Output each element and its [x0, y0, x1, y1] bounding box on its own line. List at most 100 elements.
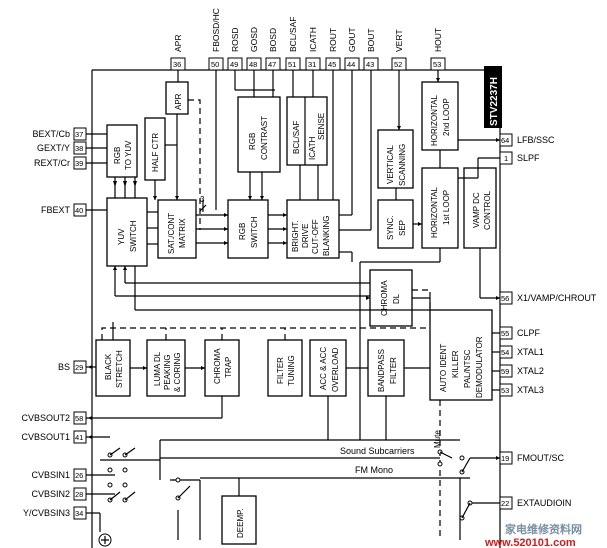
vamp-line1: VAMP DC — [472, 192, 481, 228]
vert-scan-line1: VERTICAL — [386, 144, 395, 184]
demod-line4: DEMODULATOR — [475, 336, 484, 398]
sound-subcarriers-label: Sound Subcarriers — [340, 446, 415, 456]
pin-num-39: 39 — [75, 159, 83, 168]
pin-num-59: 59 — [501, 367, 509, 376]
demod-line2: KILLER — [451, 350, 460, 378]
pin-num-44: 44 — [347, 60, 355, 69]
watermark-url: www.520101.com — [484, 537, 576, 548]
pin-label-xtal2: XTAL2 — [517, 366, 544, 376]
acc-overload-block: ACC & ACC OVERLOAD — [309, 339, 347, 397]
bus-width-label: 3 — [200, 195, 205, 204]
pin-label-gext: GEXT/Y — [37, 143, 70, 153]
rgb-switch-line2: SWITCH — [250, 216, 259, 248]
pin-label-fbext: FBEXT — [41, 205, 71, 215]
pin-label-cvbsout1: CVBSOUT1 — [21, 432, 70, 442]
black-stretch-line1: BLACK — [104, 353, 113, 380]
pin-label-x1vamp: X1/VAMP/CHROUT — [517, 293, 597, 303]
mute-label: Mute — [433, 430, 442, 448]
pin-num-55: 55 — [501, 329, 509, 338]
pin-num-29: 29 — [75, 363, 83, 372]
pin-label-apr: APR — [173, 35, 183, 52]
pin-num-47: 47 — [268, 60, 276, 69]
pin-num-64: 64 — [501, 136, 509, 145]
dashed-control-lines — [101, 99, 441, 540]
horizontal-1st-loop-block: HORIZONTAL 1st LOOP — [421, 167, 459, 249]
rgb-to-yuv-block: RGB TO YUV — [106, 124, 138, 178]
sat-matrix-line1: SAT./CONT — [167, 213, 176, 254]
acc-line1: ACC & ACC — [319, 347, 328, 390]
pin-label-lfb-ssc: LFB/SSC — [517, 135, 555, 145]
pin-num-31: 31 — [308, 60, 316, 69]
fm-mono-label: FM Mono — [355, 465, 393, 475]
top-pins: 36 50 49 48 47 51 31 45 44 43 52 53 — [170, 57, 446, 71]
pin-num-48: 48 — [249, 60, 257, 69]
rgb-to-yuv-line1: RGB — [113, 147, 122, 164]
pin-label-hout: HOUT — [433, 28, 443, 52]
pin-num-40: 40 — [75, 206, 83, 215]
pin-label-extaudio: EXTAUDIOIN — [517, 498, 571, 508]
bright-line3: CUT-OFF — [311, 219, 320, 254]
acc-line2: OVERLOAD — [331, 347, 340, 392]
pin-num-38: 38 — [75, 144, 83, 153]
yuv-switch-line2: SWITCH — [129, 220, 138, 252]
sync-sep-line2: SEP — [398, 220, 407, 236]
yuv-switch-block: YUV SWITCH — [106, 197, 148, 267]
apr-block-label: APR — [174, 93, 183, 110]
pin-label-xtal3: XTAL3 — [517, 385, 544, 395]
bandpass-line2: FILTER — [389, 357, 398, 384]
pin-num-43: 43 — [366, 60, 374, 69]
pin-label-bout: BOUT — [366, 28, 376, 52]
half-ctr-block: HALF CTR — [144, 117, 166, 181]
chroma-trap-block: CHROMA TRAP — [204, 339, 240, 397]
pin-num-53b: 53 — [501, 386, 509, 395]
rgb-to-yuv-line2: TO YUV — [124, 140, 133, 170]
icath-sense-line2: SENSE — [317, 113, 326, 140]
pin-num-1: 1 — [504, 154, 508, 163]
pin-num-36: 36 — [173, 60, 181, 69]
pin-num-45: 45 — [328, 60, 336, 69]
arrows — [88, 78, 500, 460]
demodulator-block: AUTO IDENT KILLER PAL/NTSC DEMODULATOR — [429, 309, 493, 401]
h1-line2: 1st LOOP — [442, 190, 451, 225]
bright-line2: DRIVE — [301, 224, 310, 248]
apr-block: APR — [165, 81, 189, 115]
pin-num-58: 58 — [75, 414, 83, 423]
sat-matrix-line2: MATRIX — [178, 218, 187, 248]
sync-sep-line1: SYNC. — [386, 216, 395, 240]
pin-label-xtal1: XTAL1 — [517, 347, 544, 357]
chroma-trap-line1: CHROMA — [213, 348, 222, 384]
pin-num-52: 52 — [394, 60, 402, 69]
h2-line1: HORIZONTAL — [430, 94, 439, 146]
pin-label-bs: BS — [58, 362, 70, 372]
pin-label-fbosd: FBOSD/HC — [211, 8, 221, 52]
luma-line3: & CORING — [173, 352, 182, 392]
pin-num-19: 19 — [501, 454, 509, 463]
pin-num-26: 26 — [75, 471, 83, 480]
rgb-contrast-line1: RGB — [248, 133, 257, 150]
pin-label-cvbsin2: CVBSIN2 — [31, 489, 70, 499]
top-pin-labels: APR FBOSD/HC ROSD GOSD BOSD BCL/SAF ICAT… — [173, 8, 443, 52]
bright-line1: BRIGHT. — [291, 220, 300, 252]
chip-name: STV2237H — [489, 77, 500, 126]
deemp-label: DEEMP. — [236, 508, 245, 538]
pin-label-rosd: ROSD — [230, 27, 240, 52]
bcl-saf-label: BCL/SAF — [292, 121, 301, 154]
right-pins: 64 LFB/SSC 1 SLPF 56 X1/VAMP/CHROUT 55 C… — [499, 133, 597, 510]
vamp-dc-control-block: VAMP DC CONTROL — [463, 167, 497, 249]
input-switches — [98, 447, 473, 547]
luma-line2: PEAKING — [163, 354, 172, 390]
sat-matrix-block: SAT./CONT MATRIX — [157, 199, 197, 259]
luma-line1: LUMA DL — [153, 351, 162, 386]
pin-label-rout: ROUT — [328, 28, 338, 52]
pin-label-bext: BEXT/Cb — [32, 129, 70, 139]
black-stretch-block: BLACK STRETCH — [95, 339, 131, 397]
pin-num-28: 28 — [75, 490, 83, 499]
vert-scan-line2: SCANNING — [398, 144, 407, 186]
pin-label-gosd: GOSD — [249, 27, 259, 52]
rgb-contrast-block: RGB CONTRAST — [237, 96, 281, 173]
pin-num-37: 37 — [75, 130, 83, 139]
luma-dl-block: LUMA DL PEAKING & CORING — [146, 339, 186, 397]
rgb-contrast-line2: CONTRAST — [260, 116, 269, 160]
pin-label-rext: REXT/Cr — [34, 158, 70, 168]
icath-sense-line1: ICATH — [308, 136, 317, 160]
